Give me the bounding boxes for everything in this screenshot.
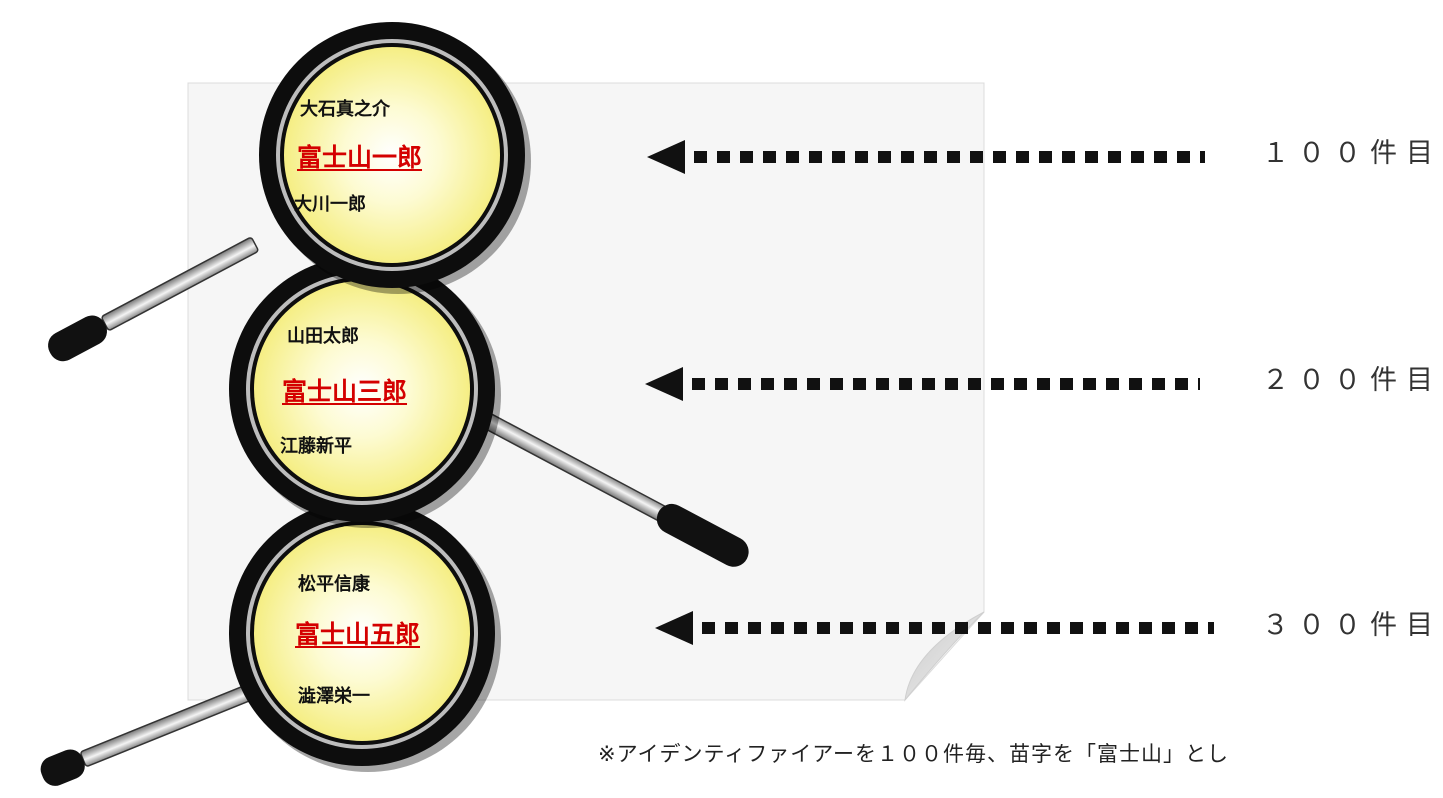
magnifier-3-lens xyxy=(254,525,470,741)
arrow-3 xyxy=(655,611,1214,645)
lens-2-name-below: 江藤新平 xyxy=(280,436,352,457)
lens-1-name-above: 大石真之介 xyxy=(300,99,390,120)
arrow-1 xyxy=(647,140,1205,174)
marker-label-100: １００件目 xyxy=(1262,138,1442,169)
magnifier-3 xyxy=(40,500,501,786)
magnifier-2 xyxy=(229,256,749,567)
lens-3-highlight-name: 富士山五郎 xyxy=(295,620,421,649)
magnifier-3-handle xyxy=(40,684,253,786)
lens-2-name-above: 山田太郎 xyxy=(287,326,359,347)
marker-label-300: ３００件目 xyxy=(1262,610,1442,641)
lens-3-name-below: 澁澤栄一 xyxy=(298,686,370,707)
paper-curl xyxy=(904,611,985,702)
magnifier-1 xyxy=(48,22,531,362)
lens-1-highlight-name: 富士山一郎 xyxy=(297,143,423,172)
marker-label-200: ２００件目 xyxy=(1262,365,1442,396)
magnifier-2-lens xyxy=(254,281,470,497)
magnifier-1-handle xyxy=(48,237,259,362)
lens-1-name-below: 大川一郎 xyxy=(294,194,366,215)
lens-2-highlight-name: 富士山三郎 xyxy=(282,377,408,406)
footnote: ※アイデンティファイアーを１００件毎、苗字を「富士山」とし xyxy=(598,742,1230,766)
lens-3-name-above: 松平信康 xyxy=(298,574,370,595)
arrow-2 xyxy=(645,367,1200,401)
magnifier-1-lens xyxy=(284,47,500,263)
